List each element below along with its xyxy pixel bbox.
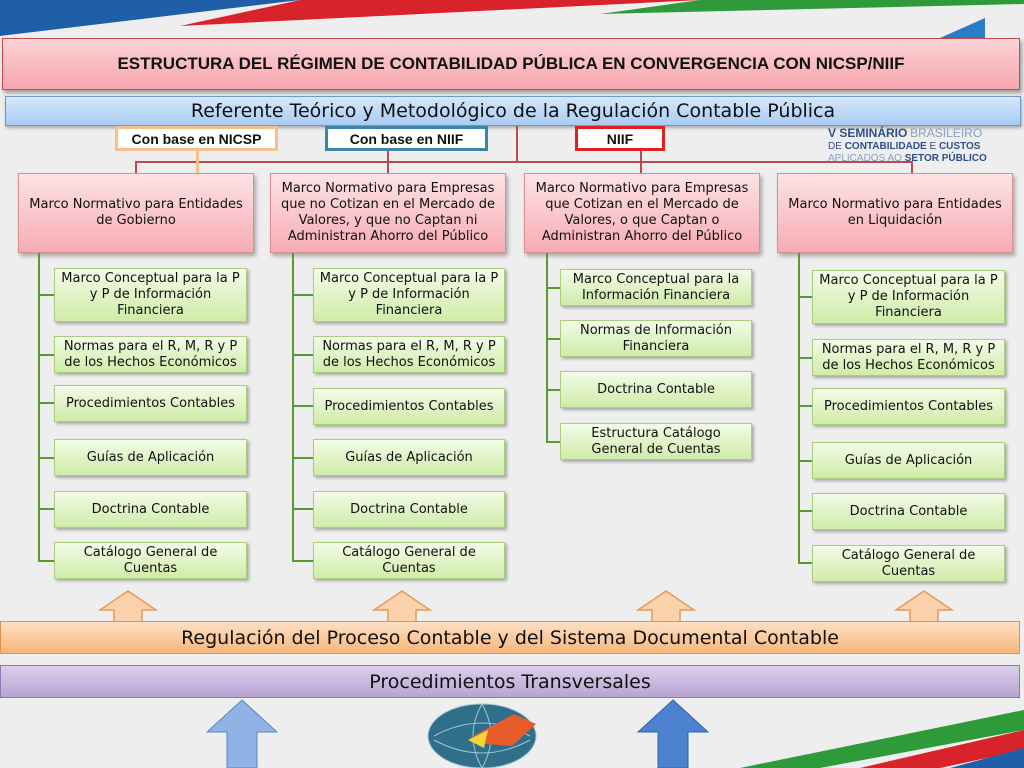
marco-gobierno: Marco Normativo para Entidades de Gobier… xyxy=(18,173,254,253)
up-arrow-icon xyxy=(636,699,710,768)
branch xyxy=(292,294,313,296)
branch xyxy=(38,560,54,562)
branch xyxy=(38,354,54,356)
branch xyxy=(38,402,54,404)
list-item: Doctrina Contable xyxy=(560,371,752,408)
branch xyxy=(38,508,54,510)
branch xyxy=(798,296,812,298)
branch xyxy=(546,441,560,443)
seminar-logo: V SEMINÁRIO BRASILEIRO DE CONTABILIDADE … xyxy=(828,126,987,164)
list-item: Catálogo General de Cuentas xyxy=(313,542,505,579)
list-item: Normas para el R, M, R y P de los Hechos… xyxy=(54,336,247,373)
transversales-bar: Procedimientos Transversales xyxy=(0,665,1020,698)
connector-trunk xyxy=(516,126,518,162)
connector-col1 xyxy=(135,161,137,173)
marco-liquidacion: Marco Normativo para Entidades en Liquid… xyxy=(777,173,1013,253)
branch xyxy=(292,354,313,356)
list-item: Catálogo General de Cuentas xyxy=(54,542,247,579)
list-item: Doctrina Contable xyxy=(54,491,247,528)
branch xyxy=(798,510,812,512)
list-item: Procedimientos Contables xyxy=(812,388,1005,425)
branch xyxy=(292,560,313,562)
connector-col2 xyxy=(387,151,389,173)
footer-decoration xyxy=(740,710,1024,768)
list-item: Marco Conceptual para la P y P de Inform… xyxy=(313,268,505,322)
header-decoration xyxy=(0,0,1024,38)
branch xyxy=(546,287,560,289)
branch xyxy=(798,562,812,564)
branch xyxy=(798,357,812,359)
connector-bar xyxy=(135,161,912,163)
list-item: Estructura Catálogo General de Cuentas xyxy=(560,423,752,460)
list-item: Guías de Aplicación xyxy=(313,439,505,476)
up-arrow-icon xyxy=(205,699,279,768)
up-arrow-icon xyxy=(98,590,158,622)
list-item: Catálogo General de Cuentas xyxy=(812,545,1005,582)
branch xyxy=(38,457,54,459)
list-item: Doctrina Contable xyxy=(812,493,1005,530)
branch xyxy=(798,460,812,462)
list-item: Normas para el R, M, R y P de los Hechos… xyxy=(812,339,1005,376)
list-item: Normas para el R, M, R y P de los Hechos… xyxy=(313,336,505,373)
branch xyxy=(292,457,313,459)
list-item: Guías de Aplicación xyxy=(812,442,1005,479)
referente-bar: Referente Teórico y Metodológico de la R… xyxy=(5,96,1021,126)
list-item: Procedimientos Contables xyxy=(54,385,247,422)
branch xyxy=(546,338,560,340)
list-item: Marco Conceptual para la P y P de Inform… xyxy=(812,270,1005,324)
tree-line-col1 xyxy=(38,253,40,561)
list-item: Doctrina Contable xyxy=(313,491,505,528)
basis-nicsp: Con base en NICSP xyxy=(115,126,278,151)
list-item: Marco Conceptual para la Información Fin… xyxy=(560,269,752,306)
tree-line-col2 xyxy=(292,253,294,561)
basis-niif-only: NIIF xyxy=(575,126,665,151)
branch xyxy=(292,508,313,510)
up-arrow-icon xyxy=(636,590,696,622)
marco-empresas-cotizan: Marco Normativo para Empresas que Cotiza… xyxy=(524,173,760,253)
connector-col4 xyxy=(911,161,913,173)
up-arrow-icon xyxy=(372,590,432,622)
branch xyxy=(798,405,812,407)
page-title: ESTRUCTURA DEL RÉGIMEN DE CONTABILIDAD P… xyxy=(2,38,1020,90)
list-item: Procedimientos Contables xyxy=(313,388,505,425)
connector-col3 xyxy=(640,151,642,173)
list-item: Guías de Aplicación xyxy=(54,439,247,476)
tree-line-col4 xyxy=(798,253,800,563)
regulacion-bar: Regulación del Proceso Contable y del Si… xyxy=(0,621,1020,654)
globe-icon xyxy=(427,703,537,768)
branch xyxy=(546,389,560,391)
marco-empresas-no-cotizan: Marco Normativo para Empresas que no Cot… xyxy=(270,173,506,253)
basis-niif: Con base en NIIF xyxy=(325,126,488,151)
branch xyxy=(38,294,54,296)
up-arrow-icon xyxy=(894,590,954,622)
list-item: Normas de Información Financiera xyxy=(560,320,752,357)
basis-nicsp-stem xyxy=(196,151,199,173)
branch xyxy=(292,405,313,407)
tree-line-col3 xyxy=(546,253,548,443)
list-item: Marco Conceptual para la P y P de Inform… xyxy=(54,268,247,322)
